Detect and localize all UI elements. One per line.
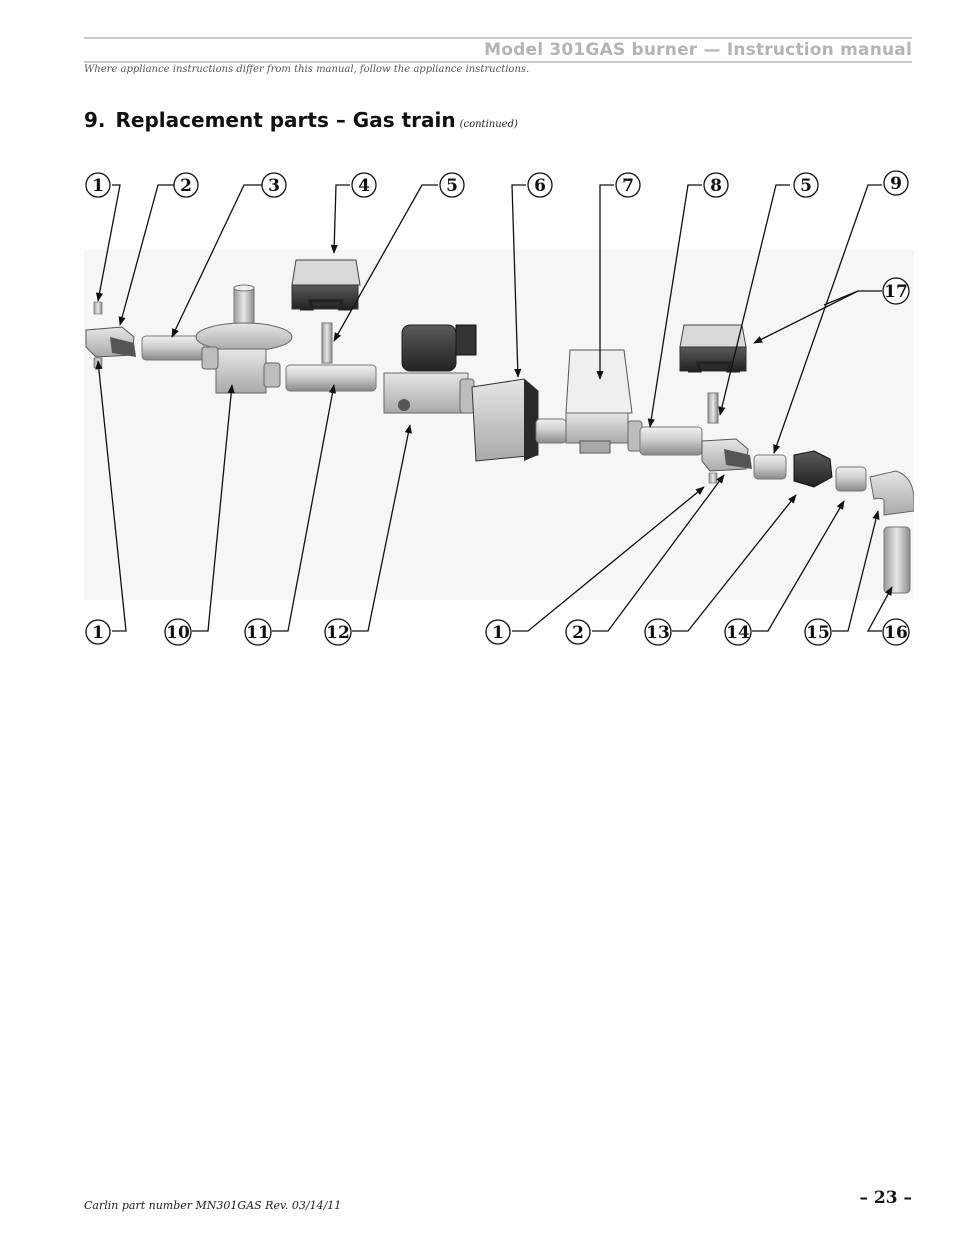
ball-valve-left [85,301,136,369]
callout-top-1: 1 [85,172,111,198]
union-9 [793,450,833,488]
callout-bottom-10: 10 [164,618,192,646]
callout-bottom-14: 14 [724,618,752,646]
callout-top-2: 2 [173,172,199,198]
callout-top-9: 9 [883,170,909,196]
short-nipple-13 [753,454,787,480]
section-number: 9. [84,108,106,132]
vertical-nipple-16 [883,526,911,594]
callout-bottom-1b: 1 [485,619,511,645]
svg-text:14: 14 [726,623,750,643]
valve-actuator-7 [565,349,643,454]
svg-text:1: 1 [92,176,104,196]
callout-top-5b: 5 [793,172,819,198]
rod-5-right [707,392,719,424]
callout-bottom-16: 16 [882,618,910,646]
svg-text:10: 10 [166,623,190,643]
svg-text:1: 1 [92,623,104,643]
callout-top-3: 3 [261,172,287,198]
section-title: Replacement parts – Gas train [115,108,456,132]
callout-bottom-11: 11 [244,618,272,646]
callout-top-8: 8 [703,172,729,198]
callout-top-6: 6 [527,172,553,198]
svg-text:15: 15 [806,623,830,643]
svg-text:9: 9 [890,174,902,194]
svg-text:2: 2 [572,623,584,643]
footer-part-number: Carlin part number MN301GAS Rev. 03/14/1… [84,1199,342,1212]
pipe-nipple-3 [141,335,205,361]
solenoid-valve-12 [383,324,477,414]
svg-text:17: 17 [884,282,908,302]
gas-regulator-10 [195,284,293,394]
svg-text:1: 1 [492,623,504,643]
page-number: – 23 – [859,1188,913,1208]
callout-right-17: 17 [882,277,910,305]
nipple-14 [835,466,867,492]
manual-subtitle: Where appliance instructions differ from… [84,64,530,75]
callout-bottom-13: 13 [644,618,672,646]
pipe-nipple-8 [639,426,703,456]
callout-bottom-15: 15 [804,618,832,646]
svg-text:4: 4 [358,176,370,196]
callout-top-4: 4 [351,172,377,198]
svg-text:5: 5 [446,176,458,196]
svg-text:6: 6 [534,176,546,196]
svg-text:13: 13 [646,623,670,643]
svg-text:12: 12 [326,623,350,643]
section-heading: 9. Replacement parts – Gas train(continue… [84,108,518,132]
svg-text:5: 5 [800,176,812,196]
callout-top-7: 7 [615,172,641,198]
gas-train-exploded-diagram: 1 2 3 4 5 6 7 8 5 9 17 1 10 11 12 1 2 13… [84,170,914,646]
leader-lines [95,184,893,632]
svg-text:7: 7 [622,176,634,196]
callout-bottom-2: 2 [565,619,591,645]
pipe-nipple-11 [285,364,377,392]
rod-5-left [321,322,333,364]
svg-text:2: 2 [180,176,192,196]
manual-title: Model 301GAS burner — Instruction manual [484,40,912,60]
callout-top-5a: 5 [439,172,465,198]
section-continued: (continued) [459,119,518,130]
ball-valve-right [701,438,752,484]
svg-text:16: 16 [884,623,908,643]
svg-text:11: 11 [246,623,270,643]
junction-box-6 [471,378,567,462]
header-rule-top [84,37,912,39]
callout-bottom-12: 12 [324,618,352,646]
elbow-15 [869,470,914,516]
svg-text:3: 3 [268,176,280,196]
control-box-4 [291,259,361,311]
header-rule-bottom [84,61,912,63]
svg-text:8: 8 [710,176,722,196]
callout-bottom-1a: 1 [85,619,111,645]
